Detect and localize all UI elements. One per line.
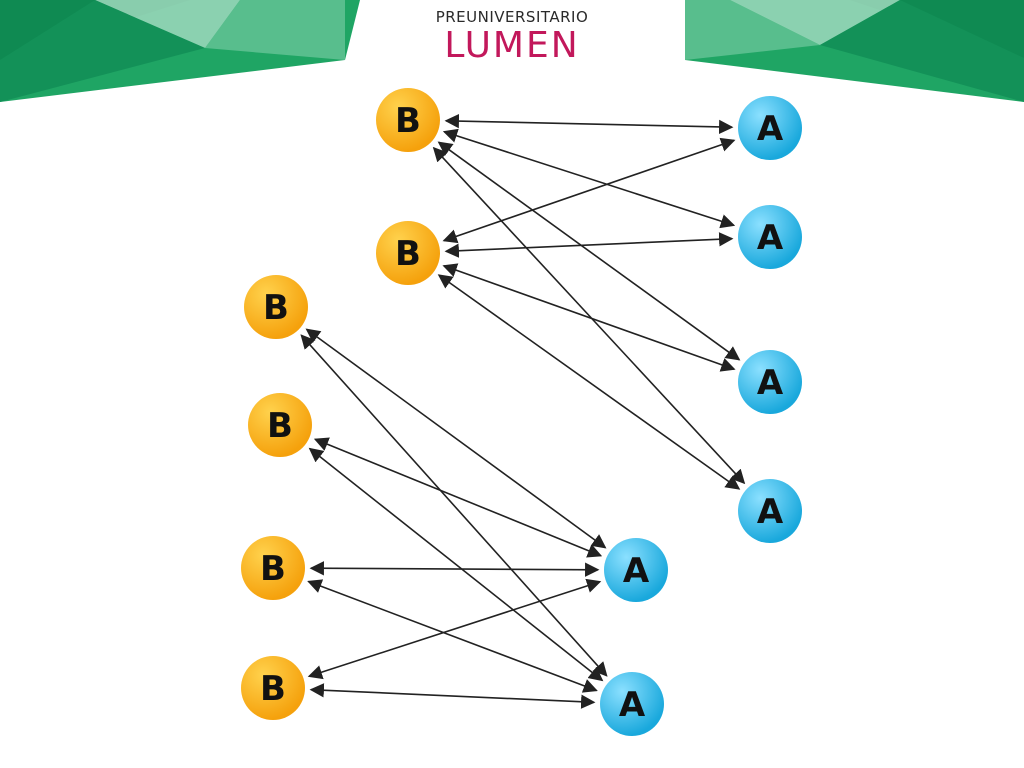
banner-right [685,0,1024,102]
banner-left [0,0,360,102]
edge-b4-a5 [313,437,603,558]
node-label-a5: A [623,551,650,591]
logo-main-text: LUMEN [444,25,580,66]
node-label-b3: B [263,288,289,328]
node-circle-a5 [604,538,668,602]
edge-b4-a6 [308,447,604,682]
node-label-a3: A [757,363,784,403]
node-circle-b6 [241,656,305,720]
edge-b3-a6 [300,334,608,677]
edge-b6-a6 [309,683,596,709]
node-b5: B [241,536,305,600]
node-label-a2: A [757,218,784,258]
node-a4: A [738,479,802,543]
edge-b2-a2 [444,232,734,258]
node-circle-b3 [244,275,308,339]
edge-b2-a1 [442,137,736,244]
node-a1: A [738,96,802,160]
node-label-b4: B [267,406,293,446]
edge-b1-a4 [432,146,746,485]
node-circle-a3 [738,350,802,414]
node-circle-a1 [738,96,802,160]
node-circle-a4 [738,479,802,543]
node-label-b5: B [260,549,286,589]
node-circle-b2 [376,221,440,285]
nodes-layer: B B A A A A B B B B A A [241,88,802,736]
node-circle-a2 [738,205,802,269]
node-circle-b5 [241,536,305,600]
logo: PREUNIVERSITARIO LUMEN [400,8,624,66]
node-label-a6: A [619,685,646,725]
node-label-b6: B [260,669,286,709]
node-label-a4: A [757,492,784,532]
header-banner [0,0,1024,102]
node-b1: B [376,88,440,152]
node-a6: A [600,672,664,736]
edge-b1-a3 [437,141,741,361]
edge-b5-a5 [309,561,600,577]
edge-b6-a5 [307,578,602,680]
node-label-b2: B [395,234,421,274]
node-label-a1: A [757,109,784,149]
node-circle-b4 [248,393,312,457]
node-label-b1: B [395,101,421,141]
node-a3: A [738,350,802,414]
edge-b2-a3 [442,263,736,372]
node-a2: A [738,205,802,269]
node-b2: B [376,221,440,285]
edges-layer [300,113,746,709]
node-a5: A [604,538,668,602]
node-circle-b1 [376,88,440,152]
node-b3: B [244,275,308,339]
logo-top-text: PREUNIVERSITARIO [435,8,589,26]
edge-b5-a6 [307,579,598,693]
node-b6: B [241,656,305,720]
edge-b2-a4 [437,274,741,490]
edge-b1-a1 [444,113,734,135]
node-b4: B [248,393,312,457]
node-circle-a6 [600,672,664,736]
